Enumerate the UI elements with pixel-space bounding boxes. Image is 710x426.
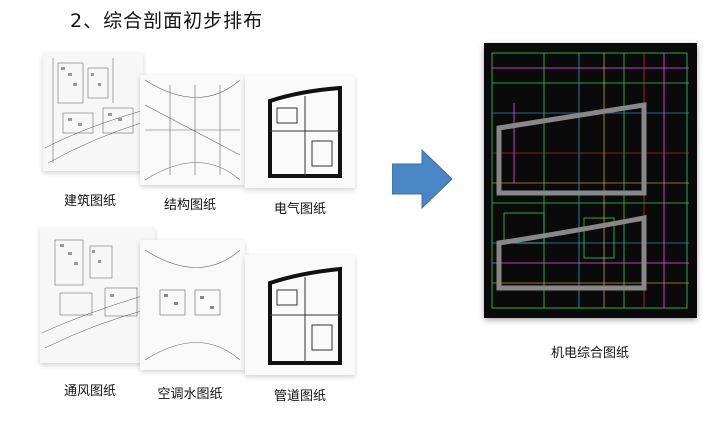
drawing-label: 电气图纸 (273, 202, 326, 217)
right-arrow-icon (391, 148, 454, 214)
result-label: 机电综合图纸 (550, 346, 629, 361)
structure-drawing (140, 75, 245, 185)
drawing-label: 通风图纸 (63, 384, 116, 399)
drawing-label: 建筑图纸 (63, 194, 116, 209)
page-title: 2、综合剖面初步排布 (70, 10, 264, 32)
ventilation-drawing (40, 228, 155, 363)
combined-mep-drawing (484, 43, 697, 318)
electrical-drawing (245, 76, 355, 188)
ac-water-drawing (140, 240, 245, 370)
architecture-drawing (43, 53, 143, 171)
drawing-label: 结构图纸 (163, 198, 216, 213)
drawing-label: 空调水图纸 (157, 387, 223, 402)
drawing-label: 管道图纸 (273, 389, 326, 404)
piping-drawing (245, 255, 355, 375)
